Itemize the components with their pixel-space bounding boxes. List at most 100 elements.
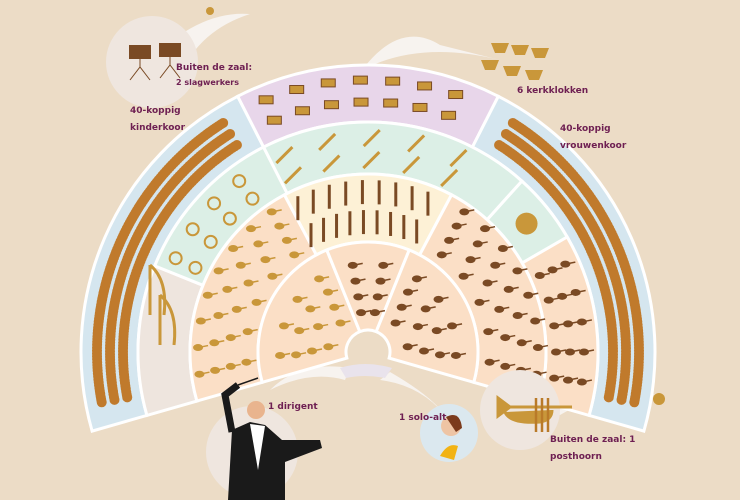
second-violin-icon-neck	[517, 268, 528, 272]
violin-icon-neck	[416, 276, 428, 280]
child-head-icon	[231, 139, 242, 150]
viola-icon-neck	[248, 280, 259, 284]
violin-icon-neck	[360, 309, 372, 314]
violin-icon-neck	[401, 304, 412, 309]
brass-icon	[322, 154, 341, 173]
second-violin-icon-neck	[470, 256, 481, 261]
viola-icon-neck	[214, 367, 226, 372]
viola-icon-neck	[227, 286, 238, 291]
second-violin-icon-neck	[521, 340, 532, 344]
violin-icon-neck	[297, 296, 308, 301]
brass-icon	[362, 150, 381, 170]
violin-icon-neck	[436, 327, 447, 332]
women-choir-label: 40-koppig vrouwenkoor	[560, 121, 626, 155]
violin-icon-neck	[407, 289, 419, 293]
second-violin-icon-neck	[463, 273, 474, 277]
cello-icon-neck	[567, 377, 579, 381]
viola-icon-neck	[271, 209, 282, 213]
second-violin-icon-neck	[505, 334, 516, 339]
violin-icon-neck	[423, 348, 435, 352]
second-violin-icon-neck	[477, 241, 488, 245]
children-choir-line2: kinderkoor	[130, 123, 186, 133]
child-head-icon	[225, 128, 236, 139]
second-violin-icon-neck	[456, 223, 467, 227]
soloist-shirt	[440, 445, 458, 460]
woman-head-icon	[603, 392, 614, 403]
violin-icon-neck	[279, 352, 291, 357]
timpani-icon	[417, 81, 433, 91]
second-violin-icon-neck	[479, 299, 490, 304]
viola-icon-neck	[236, 306, 247, 311]
cello-icon-neck	[567, 321, 579, 325]
posthorn-line1: Buiten de zaal: 1	[550, 435, 636, 445]
violin-icon-neck	[334, 304, 345, 309]
french-horn-icon	[222, 211, 237, 226]
conductor-shirt	[250, 424, 265, 470]
second-violin-icon	[436, 251, 447, 259]
viola-icon-neck	[230, 363, 241, 368]
viola-icon-neck	[247, 328, 258, 333]
violin-icon-neck	[374, 309, 386, 314]
french-horn-icon	[203, 234, 218, 249]
second-violin-icon-neck	[448, 237, 460, 242]
woman-head-icon	[629, 397, 640, 408]
violin-icon-neck	[318, 276, 330, 280]
soloist-label: 1 solo-alt	[399, 413, 447, 423]
spotlight-beam	[270, 366, 350, 390]
timpani-icon	[385, 76, 401, 86]
viola-icon-neck	[246, 359, 257, 363]
second-violin-icon-neck	[499, 306, 510, 311]
violin-icon-neck	[417, 323, 429, 328]
violin-icon-neck	[327, 289, 339, 293]
second-violin-icon-neck	[484, 225, 496, 230]
women-choir-line1: 40-koppig	[560, 124, 611, 134]
second-violin-icon-neck	[487, 280, 498, 284]
second-violin-icon-neck	[464, 209, 475, 213]
timpani-icon	[294, 106, 310, 116]
violin-icon-neck	[355, 278, 366, 282]
cello-icon-neck	[562, 293, 573, 298]
violin-icon-neck	[299, 327, 310, 332]
violin-icon-neck	[455, 352, 467, 357]
cello-icon-neck	[554, 375, 565, 379]
timpani-icon	[258, 95, 274, 105]
cello-icon-neck	[581, 319, 593, 323]
violin-icon-neck	[317, 323, 329, 328]
viola-icon-neck	[258, 241, 269, 245]
drum-stand-icon	[129, 59, 151, 81]
women-choir-line2: vrouwenkoor	[560, 141, 627, 151]
drummers-title: Buiten de zaal:	[176, 63, 253, 73]
drum-stand-icon	[159, 57, 181, 79]
conductor-arm	[221, 382, 241, 433]
harp-icon	[148, 263, 167, 316]
cello-icon-neck	[548, 297, 559, 301]
timpani-icon	[352, 75, 368, 85]
tuba-icon	[515, 212, 538, 235]
violin-icon-neck	[380, 278, 391, 282]
second-violin-icon-neck	[536, 371, 547, 375]
timpani-icon	[448, 90, 464, 100]
viola-icon-neck	[230, 334, 241, 339]
violin-icon-neck	[407, 344, 418, 348]
viola-icon-neck	[294, 252, 305, 256]
church-bell-icon	[491, 43, 509, 53]
viola-icon-neck	[214, 340, 225, 344]
violin-icon-neck	[340, 320, 351, 324]
viola-icon-neck	[218, 312, 229, 317]
spotlight-beam	[380, 372, 445, 415]
timpani-icon	[441, 110, 457, 120]
timpani-icon	[323, 100, 339, 110]
viola-icon-neck	[250, 225, 262, 230]
woman-head-icon	[616, 394, 627, 405]
second-violin-icon-neck	[441, 252, 452, 256]
children-choir-line1: 40-koppig	[130, 106, 181, 116]
spotlight-beam	[362, 36, 500, 70]
timpani-icon	[266, 115, 282, 125]
violin-icon-neck	[358, 294, 369, 298]
timpani-icon	[412, 102, 428, 112]
violin-icon-neck	[439, 352, 451, 356]
french-horn-icon	[232, 174, 247, 189]
violin-icon-neck	[383, 262, 394, 267]
violin-icon-neck	[328, 344, 339, 348]
